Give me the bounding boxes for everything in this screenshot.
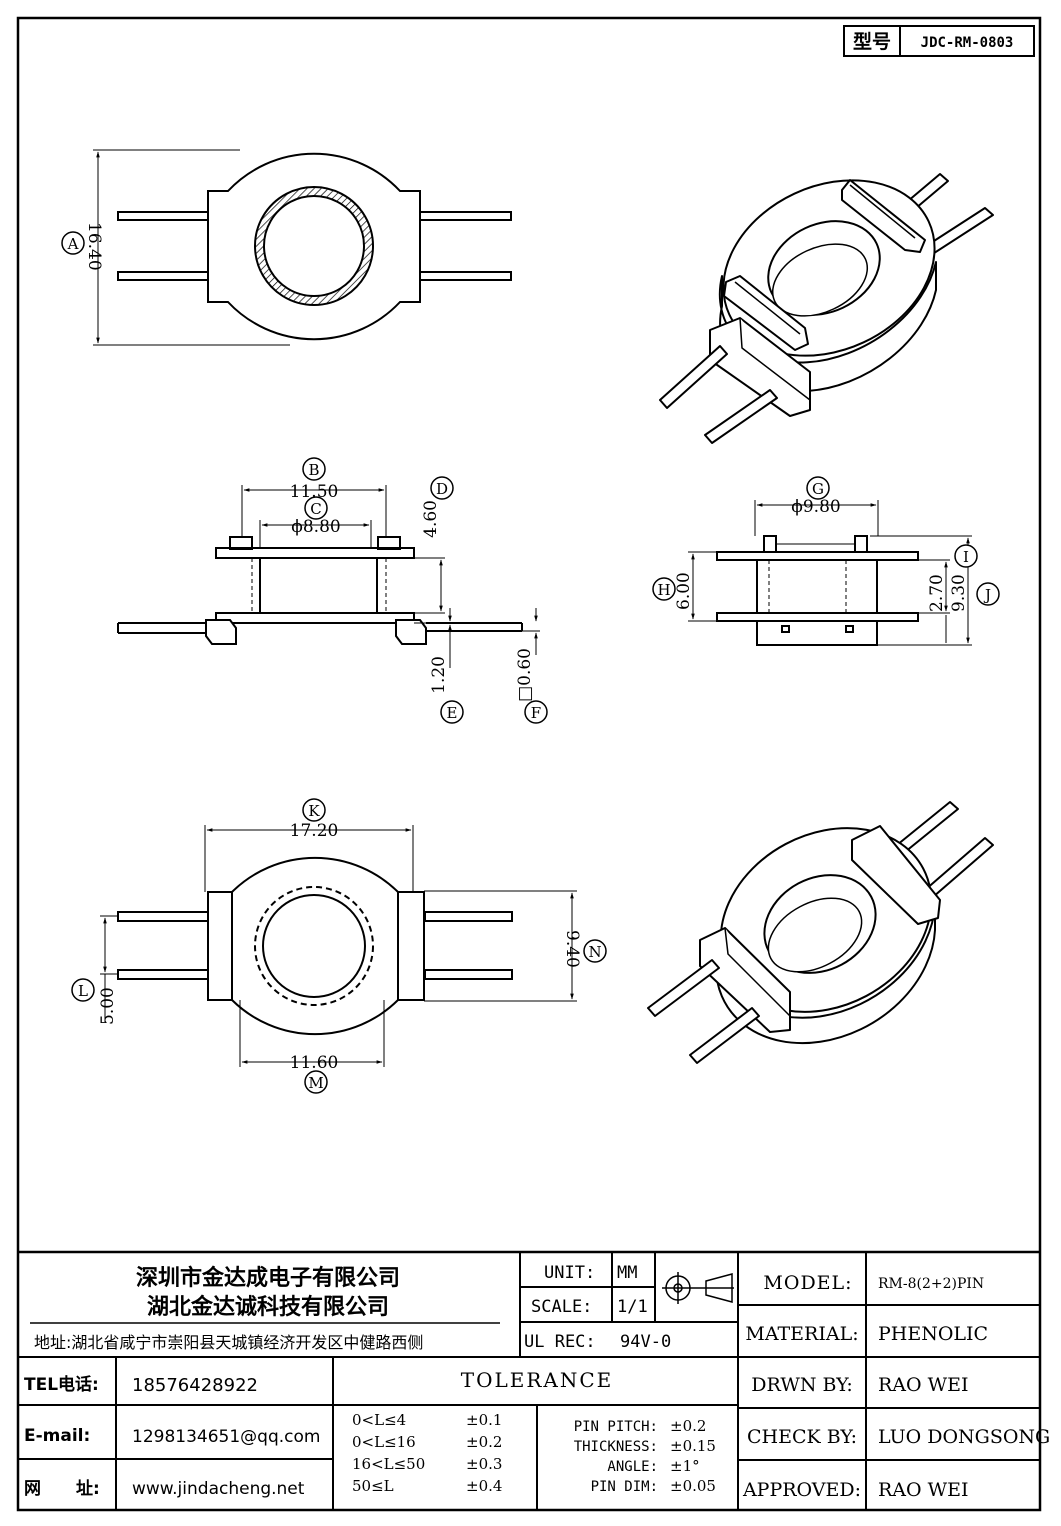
dim-H-value: 6.00 [674, 572, 694, 610]
check-by-value: LUO DONGSONG [878, 1426, 1050, 1448]
tel-value: 18576428922 [132, 1375, 258, 1396]
dim-J-letter: J [983, 586, 991, 604]
dim-K: K 17.20 [290, 798, 339, 841]
email-value: 1298134651@qq.com [132, 1427, 320, 1447]
angle-label: ANGLE: [607, 1459, 658, 1475]
company-address: 地址:湖北省咸宁市崇阳县天城镇经济开发区中健路西侧 [34, 1333, 423, 1352]
unit-label: UNIT: [544, 1263, 595, 1283]
dim-E-value: 1.20 [429, 656, 449, 694]
check-by-label: CHECK BY: [747, 1426, 857, 1448]
title-block-text: 深圳市金达成电子有限公司 湖北金达诚科技有限公司 地址:湖北省咸宁市崇阳县天城镇… [24, 1263, 1050, 1501]
dim-G: G ϕ9.80 [791, 476, 841, 517]
tolerance-range-3: 16<L≤50 [352, 1455, 425, 1473]
tolerance-value-1: ±0.1 [466, 1411, 502, 1429]
top-view [93, 149, 512, 346]
model-box-value: JDC-RM-0803 [921, 35, 1014, 51]
dim-J: J 9.30 [949, 574, 1000, 612]
model-box-label: 型号 [853, 30, 891, 53]
pin-pitch-value: ±0.2 [670, 1417, 706, 1435]
dim-B: B 11.50 [290, 457, 339, 502]
dim-J-value: 9.30 [949, 574, 969, 612]
dim-L-value: 5.00 [98, 987, 118, 1025]
dim-N: 9.40 N [562, 930, 607, 968]
web-value: www.jindacheng.net [132, 1479, 305, 1499]
dim-M: 11.60 M [290, 1053, 339, 1094]
front-view [117, 485, 540, 668]
dim-A-letter: A [67, 235, 79, 253]
dim-M-letter: M [308, 1074, 323, 1092]
material-value: PHENOLIC [878, 1323, 988, 1345]
pin-pitch-label: PIN PITCH: [574, 1419, 658, 1435]
dim-A-value: 16.40 [84, 222, 104, 271]
approved-value: RAO WEI [878, 1479, 969, 1501]
dim-L: L 5.00 [71, 978, 118, 1025]
tolerance-range-4: 50≤L [352, 1477, 394, 1495]
drawn-by-label: DRWN BY: [751, 1374, 853, 1396]
ul-rec-value: 94V-0 [620, 1332, 671, 1352]
tolerance-value-4: ±0.4 [466, 1477, 502, 1495]
dim-B-letter: B [308, 461, 319, 479]
side-view [688, 500, 972, 646]
dim-I-letter: I [963, 548, 969, 566]
dim-N-letter: N [588, 943, 601, 961]
dim-I: I 2.70 [927, 544, 978, 612]
dim-E-letter: E [447, 704, 458, 722]
dim-L-letter: L [78, 982, 88, 1000]
dim-C-value: ϕ8.80 [291, 517, 340, 537]
tolerance-value-3: ±0.3 [466, 1455, 502, 1473]
company-name-2: 湖北金达诚科技有限公司 [147, 1294, 389, 1320]
dim-G-letter: G [812, 480, 824, 498]
pin-dim-label: PIN DIM: [591, 1479, 658, 1495]
isometric-view-bottom [647, 801, 994, 1064]
approved-label: APPROVED: [742, 1479, 861, 1501]
dim-A: A 16.40 [61, 222, 104, 271]
dim-F: □0.60 F [515, 648, 548, 724]
pin-dim-value: ±0.05 [670, 1477, 716, 1495]
web-label-2: 址: [76, 1479, 100, 1499]
dim-D: D 4.60 [421, 476, 454, 538]
dim-C: C ϕ8.80 [291, 496, 341, 537]
drawn-by-value: RAO WEI [878, 1374, 969, 1396]
email-label: E-mail: [24, 1426, 90, 1446]
dim-H-letter: H [657, 581, 670, 599]
tel-label: TEL电话: [24, 1374, 99, 1395]
dim-D-letter: D [436, 480, 448, 498]
dim-N-value: 9.40 [562, 930, 582, 968]
thickness-value: ±0.15 [670, 1437, 716, 1455]
scale-label: SCALE: [531, 1297, 592, 1317]
dim-G-value: ϕ9.80 [791, 497, 840, 517]
tolerance-title: TOLERANCE [461, 1368, 614, 1392]
dim-K-letter: K [308, 802, 320, 820]
dim-B-value: 11.50 [290, 482, 339, 502]
title-block [18, 1250, 1040, 1510]
scale-value: 1/1 [617, 1297, 648, 1317]
model-number-box: 型号 JDC-RM-0803 [843, 25, 1035, 57]
dim-M-value: 11.60 [290, 1053, 339, 1073]
page-border [16, 16, 1042, 1512]
company-name-1: 深圳市金达成电子有限公司 [136, 1265, 400, 1291]
web-label-1: 网 [24, 1479, 41, 1499]
material-label: MATERIAL: [745, 1323, 858, 1345]
tolerance-range-1: 0<L≤4 [352, 1411, 406, 1429]
angle-value: ±1° [670, 1457, 700, 1475]
dim-H: H 6.00 [652, 572, 694, 610]
isometric-view-top [659, 173, 994, 444]
model-label: MODEL: [763, 1272, 852, 1294]
dim-D-value: 4.60 [421, 500, 441, 538]
tolerance-value-2: ±0.2 [466, 1433, 502, 1451]
dim-I-value: 2.70 [927, 574, 947, 612]
dim-F-letter: F [531, 704, 541, 722]
tolerance-range-2: 0<L≤16 [352, 1433, 416, 1451]
unit-value: MM [617, 1263, 637, 1283]
dim-K-value: 17.20 [290, 821, 339, 841]
dim-C-letter: C [310, 500, 321, 518]
model-value: RM-8(2+2)PIN [878, 1276, 984, 1292]
thickness-label: THICKNESS: [574, 1439, 658, 1455]
dim-F-value: □0.60 [515, 648, 535, 702]
bottom-view [100, 825, 577, 1067]
dim-E: 1.20 E [429, 656, 464, 724]
ul-rec-label: UL REC: [524, 1332, 596, 1352]
